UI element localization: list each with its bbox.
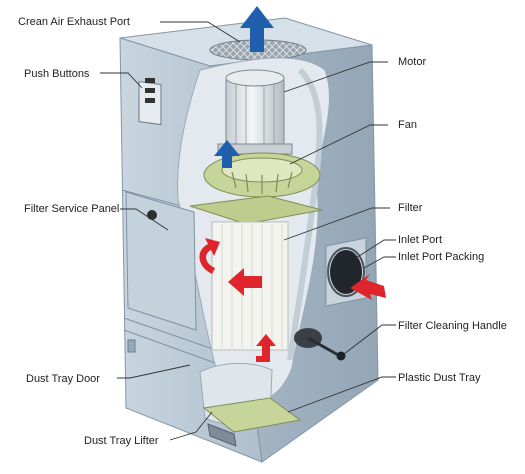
push-button-2[interactable] [145, 88, 155, 93]
filter-service-panel[interactable] [125, 191, 197, 331]
label-filter: Filter [398, 202, 423, 214]
label-fan: Fan [398, 119, 417, 131]
inlet-port [325, 237, 367, 307]
dust-tray-door-handle[interactable] [127, 339, 136, 353]
filter-swirl-arrow [199, 238, 220, 274]
filter-cartridge [211, 221, 289, 351]
bottom-red-arrow [256, 334, 276, 362]
leader-lines [100, 21, 396, 441]
push-buttons-panel [138, 78, 162, 126]
label-filter-cleaning-handle: Filter Cleaning Handle [398, 320, 507, 332]
inlet-port-packing [327, 247, 365, 297]
inlet-arrow [350, 274, 386, 300]
label-push-buttons: Push Buttons [24, 68, 90, 80]
push-button-3[interactable] [145, 98, 155, 103]
airflow-arrows [199, 6, 386, 362]
label-dust-tray-lifter: Dust Tray Lifter [84, 435, 159, 447]
label-dust-tray-door: Dust Tray Door [26, 373, 100, 385]
panel-knob[interactable] [147, 210, 157, 220]
label-filter-service-panel: Filter Service Panel [24, 203, 119, 215]
fan-arrow-up [214, 140, 240, 168]
plastic-dust-tray [202, 397, 302, 433]
label-inlet-port: Inlet Port [398, 234, 442, 246]
label-inlet-port-packing: Inlet Port Packing [398, 251, 484, 263]
exhaust-arrow-up [240, 6, 274, 52]
push-button-1[interactable] [145, 78, 155, 83]
filter-plate [189, 195, 323, 225]
label-motor: Motor [398, 56, 426, 68]
label-exhaust-port: Crean Air Exhaust Port [18, 16, 130, 28]
dust-tray-lifter [207, 423, 237, 447]
filter-cleaning-handle[interactable] [294, 328, 346, 361]
filter-arrow-left [228, 268, 262, 296]
fan [203, 152, 321, 198]
motor [217, 69, 293, 155]
label-plastic-dust-tray: Plastic Dust Tray [398, 372, 481, 384]
labels: Crean Air Exhaust Port Push Buttons Moto… [18, 16, 507, 447]
